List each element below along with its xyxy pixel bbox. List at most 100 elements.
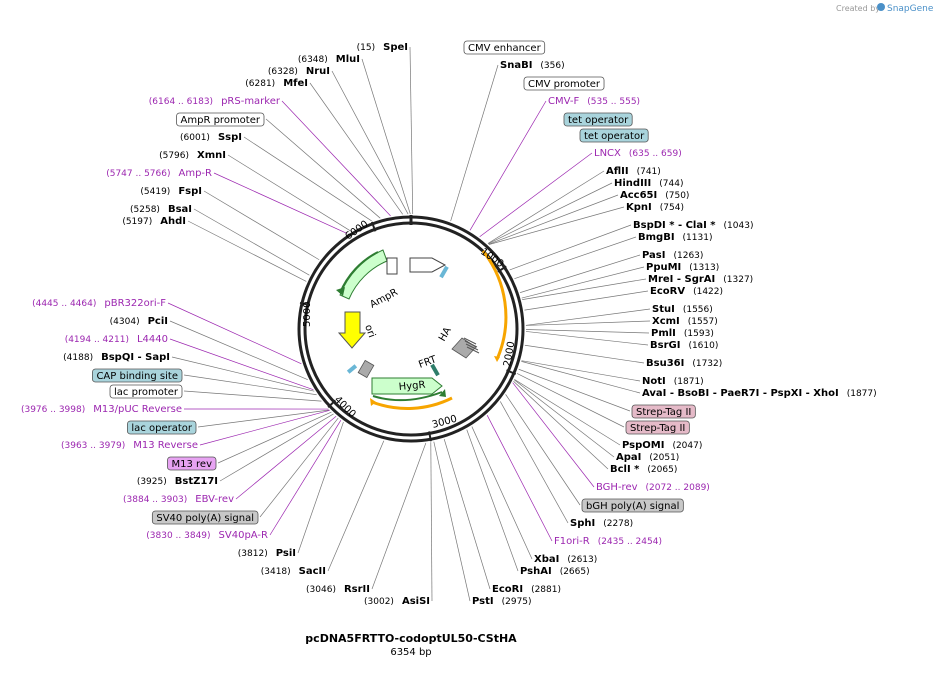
leader-line — [213, 172, 348, 234]
leader-line — [219, 413, 334, 482]
site-position: (6328) — [268, 67, 298, 77]
enzyme-name: PshAI — [520, 566, 552, 577]
site-position: (3830 .. 3849) — [146, 531, 210, 541]
ha-feature — [451, 337, 480, 359]
site-position: (741) — [637, 167, 661, 177]
leader-line — [297, 421, 344, 554]
enzyme-name: AvaI - BsoBI - PaeR7I - PspXI - XhoI — [642, 388, 839, 399]
enzyme-name: SspI — [218, 132, 242, 143]
leader-line — [193, 208, 310, 276]
enzyme-name: BclI * — [610, 464, 640, 475]
feature-box — [579, 128, 649, 143]
enzyme-name: AsiSI — [402, 596, 430, 607]
site-position: (2278) — [603, 519, 633, 529]
site-position: (2881) — [531, 585, 561, 595]
leader-line — [525, 320, 651, 326]
enzyme-name: BstZ17I — [175, 476, 218, 487]
primer-name: L4440 — [137, 334, 168, 345]
leader-line — [169, 320, 308, 381]
enzyme-name: XcmI — [652, 316, 680, 327]
plasmid-name: pcDNA5FRTTO-codoptUL50-CStHA — [305, 632, 517, 645]
feature-label: SV40 poly(A) signal — [156, 513, 254, 524]
site-position: (2613) — [567, 555, 597, 565]
enzyme-name: MluI — [336, 54, 360, 65]
credit-brand: SnapGene — [887, 4, 934, 14]
tick-label: 2000 — [502, 341, 517, 368]
hygr-label: HygR — [398, 380, 426, 393]
site-position: (754) — [660, 203, 684, 213]
site-position: (1422) — [693, 287, 723, 297]
enzyme-name: XbaI — [534, 554, 559, 565]
leader-line — [516, 373, 625, 428]
ori-feature — [337, 311, 367, 349]
hygr-feature — [371, 377, 443, 395]
enzyme-name: PciI — [148, 316, 168, 327]
primer-name: CMV-F — [548, 96, 579, 107]
enzyme-name: EcoRV — [650, 286, 685, 297]
site-position: (6001) — [180, 133, 210, 143]
feature-label: bGH poly(A) signal — [586, 501, 679, 512]
enzyme-name: StuI — [652, 304, 675, 315]
site-position: (3976 .. 3998) — [21, 405, 85, 415]
leader-line — [443, 439, 491, 590]
primer-name: pBR322ori-F — [104, 298, 166, 309]
feature-box — [176, 112, 265, 127]
enzyme-name: PstI — [472, 596, 494, 607]
feature-box — [92, 368, 183, 383]
site-position: (1043) — [724, 221, 754, 231]
leader-line — [217, 411, 332, 464]
leader-line — [169, 338, 314, 391]
site-position: (1593) — [684, 329, 714, 339]
tick-label: 5000 — [302, 302, 313, 327]
leader-line — [269, 419, 342, 536]
site-position: (1732) — [692, 359, 722, 369]
leader-line — [187, 220, 307, 282]
enzyme-name: MfeI — [283, 78, 308, 89]
feature-box — [581, 498, 684, 513]
feature-box — [563, 112, 633, 127]
leader-line — [514, 379, 621, 446]
site-position: (2665) — [560, 567, 590, 577]
site-position: (2435 .. 2454) — [598, 537, 662, 547]
site-position: (5796) — [159, 151, 189, 161]
primer-name: pRS-marker — [221, 96, 281, 107]
enzyme-name: PspOMI — [622, 440, 664, 451]
leader-line — [514, 236, 637, 280]
site-position: (3963 .. 3979) — [61, 441, 125, 451]
leader-line — [471, 426, 533, 560]
enzyme-name: BsrGI — [650, 340, 680, 351]
leader-line — [488, 194, 619, 245]
leader-line — [227, 154, 351, 232]
site-position: (2065) — [647, 465, 677, 475]
site-position: (6164 .. 6183) — [149, 97, 213, 107]
enzyme-name: BmgBI — [638, 232, 675, 243]
leader-line — [331, 70, 409, 215]
enzyme-name: HindIII — [614, 178, 651, 189]
leader-line — [409, 46, 414, 215]
leader-line — [505, 394, 581, 506]
enzyme-name: MreI - SgrAI — [648, 274, 715, 285]
feature-box — [167, 456, 217, 471]
enzyme-name: Bsu36I — [646, 358, 684, 369]
enzyme-name: PasI — [642, 250, 665, 261]
enzyme-name: XmnI — [197, 150, 226, 161]
sv40-pa-feature — [357, 359, 375, 379]
feature-label: AmpR promoter — [181, 115, 261, 126]
site-position: (535 .. 555) — [587, 97, 640, 107]
enzyme-name: EcoRI — [492, 584, 523, 595]
leader-line — [235, 416, 337, 500]
leader-line — [513, 380, 609, 470]
leader-line — [521, 360, 641, 382]
leader-line — [486, 415, 553, 542]
label-leader-lines — [167, 46, 651, 602]
primer-name: BGH-rev — [596, 482, 638, 493]
enzyme-name: Acc65I — [620, 190, 657, 201]
feature-box — [631, 404, 696, 419]
leader-line — [513, 379, 615, 458]
feature-box — [523, 76, 605, 91]
enzyme-name: PmlI — [651, 328, 676, 339]
leader-line — [371, 442, 427, 590]
feature-box — [127, 420, 197, 435]
